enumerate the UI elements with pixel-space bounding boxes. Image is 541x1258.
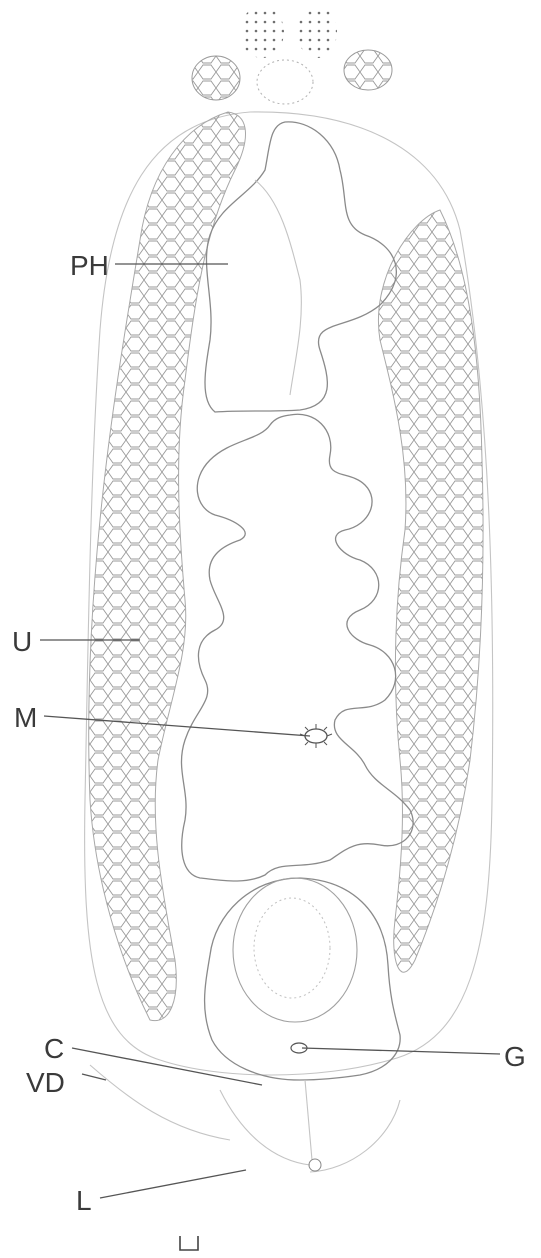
pharynx-inner-fold: [255, 180, 301, 395]
label-c: C: [44, 1033, 64, 1064]
eyespot-right: [297, 6, 337, 58]
label-vd: VD: [26, 1067, 65, 1098]
bulb-core: [254, 898, 330, 998]
scale-mark: [180, 1236, 198, 1250]
ocellus-cluster-right: [344, 50, 392, 90]
posterior-curve-right: [310, 1100, 400, 1172]
label-g: G: [504, 1041, 526, 1072]
posterior-duct: [305, 1080, 312, 1160]
leader-c: [72, 1048, 262, 1085]
label-l: L: [76, 1185, 92, 1216]
posterior-curve-left: [220, 1090, 310, 1165]
gut-outline: [181, 414, 413, 881]
label-ph: PH: [70, 250, 109, 281]
label-u: U: [12, 626, 32, 657]
bulb-inner: [233, 878, 357, 1022]
brain-region: [257, 60, 313, 104]
anterior-eyespots: [192, 6, 392, 104]
ocellus-cluster-left: [192, 56, 240, 100]
leader-g: [302, 1048, 500, 1054]
right-cell-mass: [378, 210, 483, 972]
vas-deferens: [90, 1065, 230, 1140]
posterior-pore: [309, 1159, 321, 1171]
leader-l: [100, 1170, 246, 1198]
eyespot-left: [240, 6, 284, 58]
label-m: M: [14, 702, 37, 733]
leader-m: [44, 716, 310, 736]
